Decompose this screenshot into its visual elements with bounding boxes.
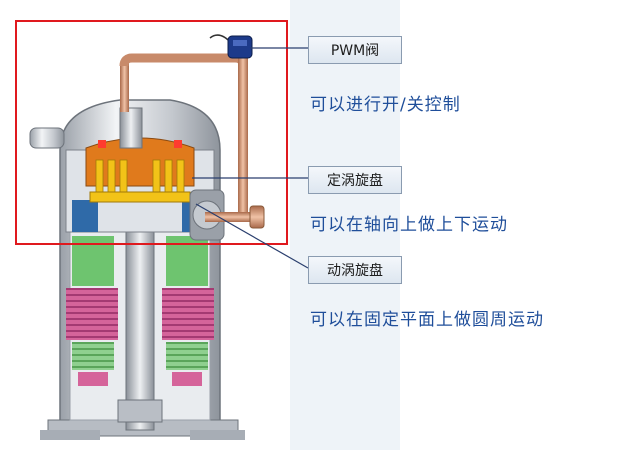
discharge-port <box>119 107 143 149</box>
description-orbiting-scroll: 可以在固定平面上做圆周运动 <box>310 310 544 330</box>
label-orbiting-scroll: 动涡旋盘 <box>308 256 402 284</box>
label-orbiting-scroll-text: 动涡旋盘 <box>327 263 383 279</box>
background-panel <box>290 0 400 450</box>
pwm-pipe <box>119 53 265 229</box>
leader-lines <box>192 47 309 269</box>
lower-bearing <box>117 399 163 423</box>
scroll-set <box>85 137 195 203</box>
label-fixed-scroll: 定涡旋盘 <box>308 166 402 194</box>
description-pwm-valve: 可以进行开/关控制 <box>310 95 461 115</box>
highlight-frame <box>15 20 288 245</box>
leader-line-orbiting <box>195 203 309 269</box>
pwm-valve-icon <box>209 34 253 59</box>
label-fixed-scroll-text: 定涡旋盘 <box>327 173 383 189</box>
label-pwm-valve-text: PWM阀 <box>330 43 380 59</box>
label-pwm-valve: PWM阀 <box>308 36 402 64</box>
description-fixed-scroll: 可以在轴向上做上下运动 <box>310 215 508 235</box>
